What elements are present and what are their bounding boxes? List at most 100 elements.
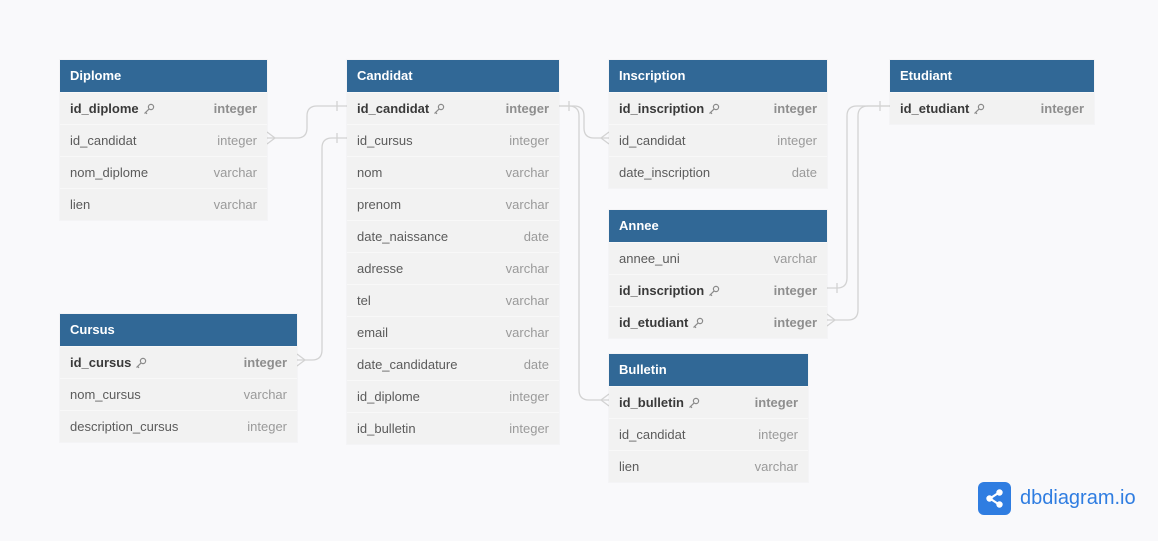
- field-name: nom_cursus: [70, 387, 141, 402]
- field-name: id_candidat: [619, 133, 686, 148]
- field-name: id_diplome: [357, 389, 420, 404]
- field-name-text: id_diplome: [70, 101, 139, 116]
- dbdiagram-logo[interactable]: dbdiagram.io: [978, 482, 1136, 515]
- table-header-annee[interactable]: Annee: [609, 210, 827, 242]
- primary-key-icon: [433, 103, 445, 115]
- primary-key-icon: [135, 357, 147, 369]
- field-type: integer: [509, 389, 549, 404]
- table-header-candidat[interactable]: Candidat: [347, 60, 559, 92]
- field-row-candidat-id_candidat[interactable]: id_candidat integer: [347, 92, 559, 124]
- field-name-text: nom_cursus: [70, 387, 141, 402]
- field-type: integer: [505, 101, 549, 116]
- field-name: id_bulletin: [619, 395, 700, 410]
- field-type: date: [523, 357, 549, 372]
- field-type: varchar: [773, 251, 817, 266]
- field-name-text: date_naissance: [357, 229, 449, 244]
- table-header-inscription[interactable]: Inscription: [609, 60, 827, 92]
- field-name: date_inscription: [619, 165, 710, 180]
- field-type: integer: [217, 133, 257, 148]
- field-type: varchar: [505, 293, 549, 308]
- field-type: varchar: [213, 197, 257, 212]
- primary-key-icon: [708, 285, 720, 297]
- field-row-candidat-id_bulletin[interactable]: id_bulletin integer: [347, 412, 559, 444]
- field-row-diplome-id_candidat[interactable]: id_candidat integer: [60, 124, 267, 156]
- field-name: id_inscription: [619, 101, 720, 116]
- field-type: date: [523, 229, 549, 244]
- field-name: prenom: [357, 197, 401, 212]
- field-row-candidat-date_candidature[interactable]: date_candidature date: [347, 348, 559, 380]
- field-row-inscription-id_candidat[interactable]: id_candidat integer: [609, 124, 827, 156]
- relation-candidat-inscription: [559, 105, 609, 139]
- field-type: integer: [509, 421, 549, 436]
- field-name: date_candidature: [357, 357, 457, 372]
- field-row-candidat-tel[interactable]: tel varchar: [347, 284, 559, 316]
- primary-key-icon: [143, 103, 155, 115]
- field-type: varchar: [754, 459, 798, 474]
- field-name-text: id_bulletin: [619, 395, 684, 410]
- field-name-text: nom_diplome: [70, 165, 149, 180]
- field-type: integer: [777, 133, 817, 148]
- many-marker: [600, 131, 610, 145]
- field-name: id_etudiant: [900, 101, 985, 116]
- field-name-text: id_candidat: [70, 133, 137, 148]
- field-type: integer: [247, 419, 287, 434]
- field-name-text: id_candidat: [619, 133, 686, 148]
- field-name-text: id_candidat: [357, 101, 430, 116]
- field-name: nom: [357, 165, 382, 180]
- field-name-text: description_cursus: [70, 419, 179, 434]
- table-header-cursus[interactable]: Cursus: [60, 314, 297, 346]
- field-name-text: prenom: [357, 197, 402, 212]
- field-row-diplome-nom_diplome[interactable]: nom_diplome varchar: [60, 156, 267, 188]
- field-row-candidat-id_diplome[interactable]: id_diplome integer: [347, 380, 559, 412]
- field-name: id_etudiant: [619, 315, 704, 330]
- field-name-text: id_bulletin: [357, 421, 416, 436]
- field-name-text: id_etudiant: [619, 315, 689, 330]
- field-name: id_bulletin: [357, 421, 416, 436]
- field-name: description_cursus: [70, 419, 178, 434]
- field-row-candidat-date_naissance[interactable]: date_naissance date: [347, 220, 559, 252]
- table-header-bulletin[interactable]: Bulletin: [609, 354, 808, 386]
- table-header-etudiant[interactable]: Etudiant: [890, 60, 1094, 92]
- field-row-cursus-description_cursus[interactable]: description_cursus integer: [60, 410, 297, 442]
- many-marker: [266, 131, 276, 145]
- field-row-candidat-nom[interactable]: nom varchar: [347, 156, 559, 188]
- table-header-diplome[interactable]: Diplome: [60, 60, 267, 92]
- field-name: lien: [70, 197, 90, 212]
- field-row-diplome-lien[interactable]: lien varchar: [60, 188, 267, 220]
- field-name: id_candidat: [70, 133, 137, 148]
- field-name-text: date_candidature: [357, 357, 458, 372]
- field-name-text: nom: [357, 165, 383, 180]
- field-row-candidat-prenom[interactable]: prenom varchar: [347, 188, 559, 220]
- field-name-text: tel: [357, 293, 371, 308]
- field-type: varchar: [505, 165, 549, 180]
- field-type: varchar: [213, 165, 257, 180]
- field-name-text: id_cursus: [70, 355, 132, 370]
- field-type: integer: [509, 133, 549, 148]
- field-type: varchar: [505, 325, 549, 340]
- field-type: varchar: [505, 197, 549, 212]
- logo-text: dbdiagram.io: [1020, 487, 1136, 509]
